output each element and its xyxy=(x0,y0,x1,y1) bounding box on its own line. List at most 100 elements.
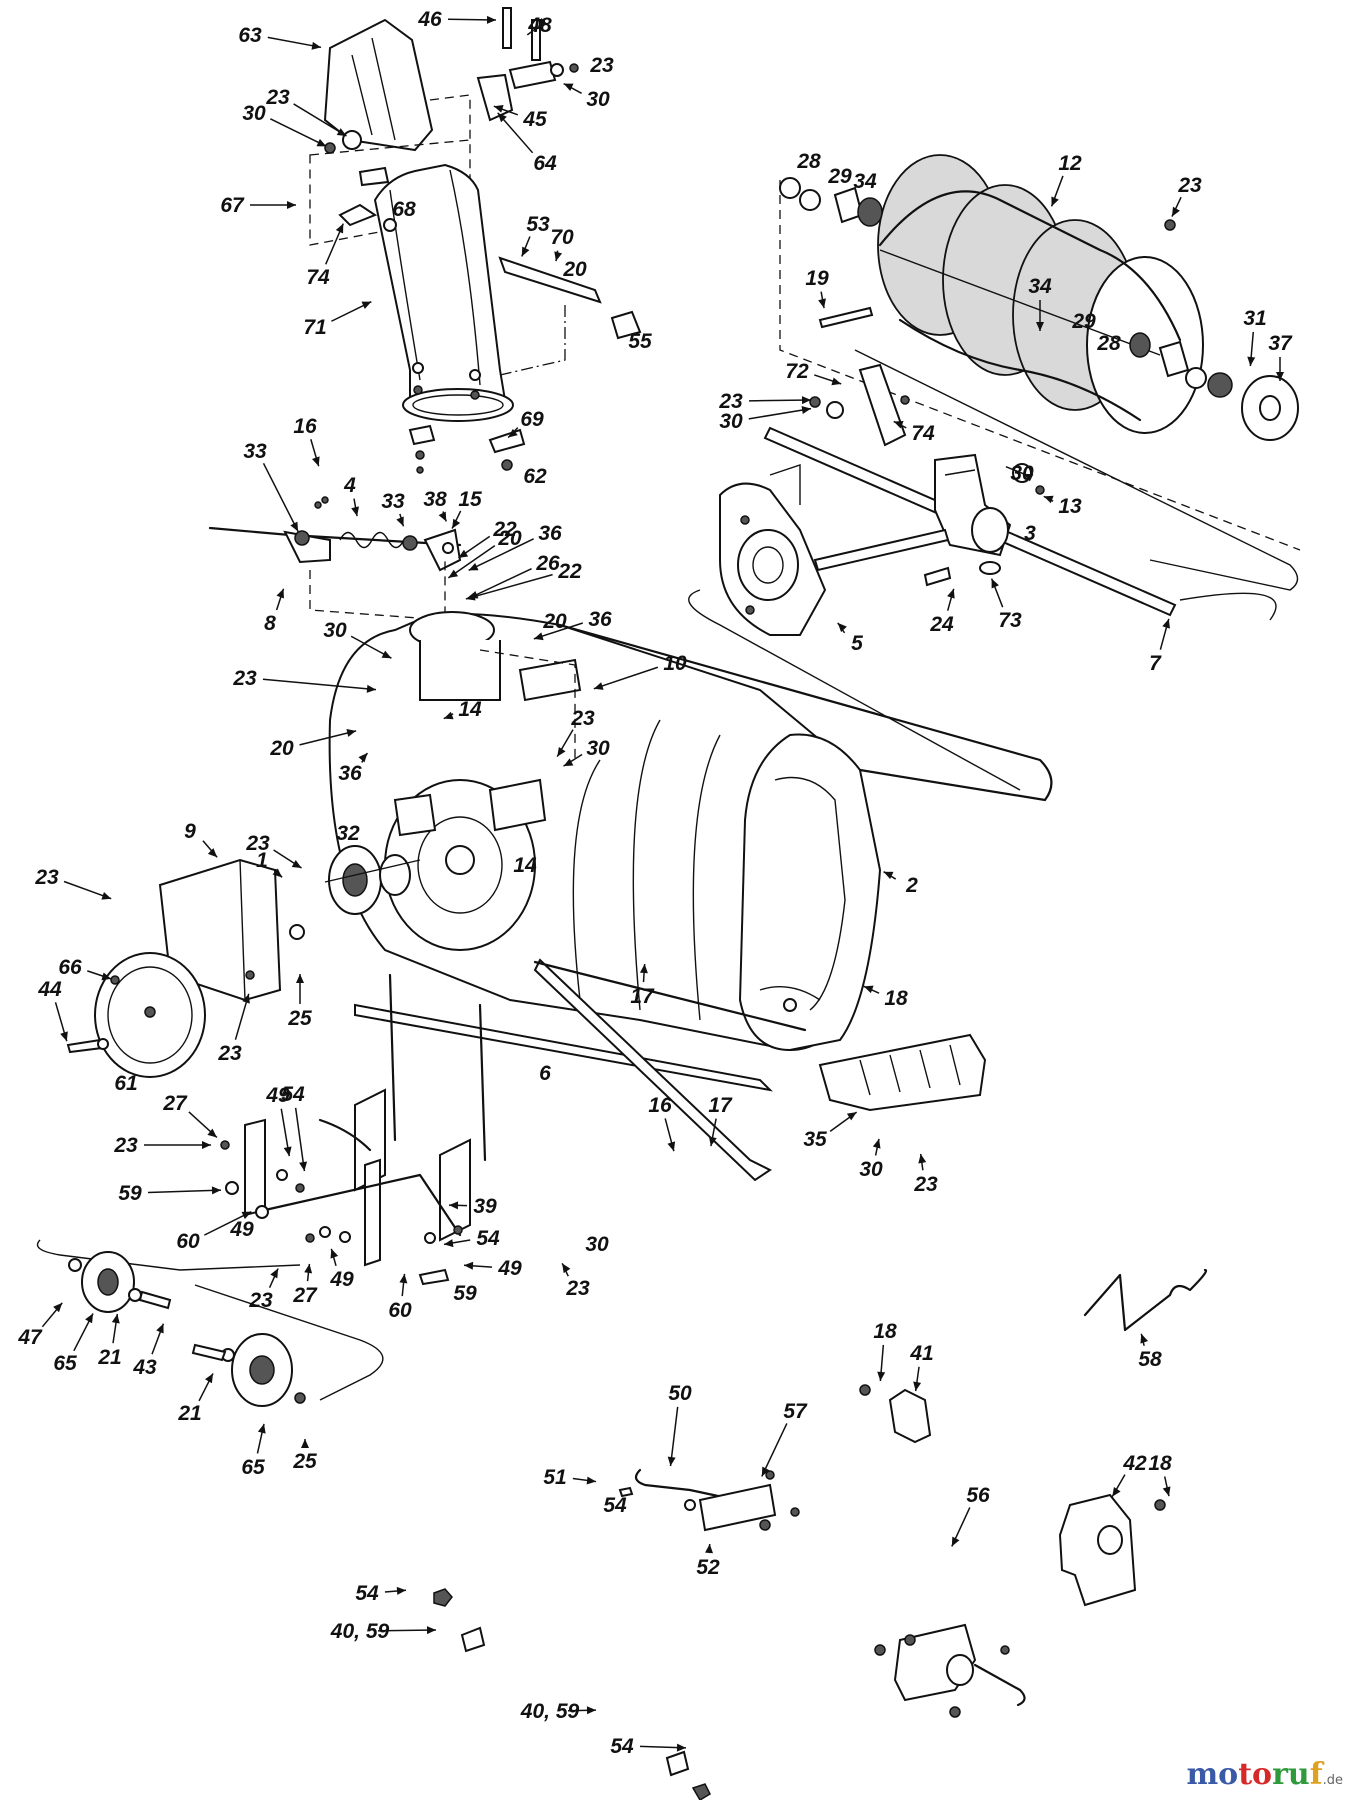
idler-bracket-assembly xyxy=(36,973,487,1407)
part-callout: 49 xyxy=(329,1268,354,1291)
leader-line xyxy=(465,573,553,600)
leader-arrowhead xyxy=(290,521,299,532)
leader-arrowhead xyxy=(366,684,377,693)
leader-arrowhead xyxy=(316,138,327,147)
part-callout: 43 xyxy=(132,1356,157,1379)
leader-arrowhead xyxy=(211,1186,222,1195)
part-callout: 52 xyxy=(696,1556,720,1579)
leader-arrowhead xyxy=(676,1743,687,1752)
part-callout: 49 xyxy=(497,1257,522,1280)
part-callout: 68 xyxy=(392,198,416,221)
leader-arrowhead xyxy=(1112,1486,1121,1497)
leader-arrowhead xyxy=(1171,206,1180,217)
leader-arrowhead xyxy=(270,1268,279,1279)
part-callout: 53 xyxy=(526,213,550,236)
leader-arrowhead xyxy=(426,1626,437,1635)
part-callout: 74 xyxy=(306,266,330,289)
part-callout: 17 xyxy=(708,1094,733,1117)
part-callout: 41 xyxy=(909,1342,933,1365)
part-callout: 6 xyxy=(539,1062,551,1085)
watermark-brand-part: ru xyxy=(1272,1757,1310,1792)
leader-arrowhead xyxy=(283,1146,292,1157)
part-callout: 23 xyxy=(34,866,59,889)
part-callout: 50 xyxy=(668,1382,692,1405)
leader-arrowhead xyxy=(85,1313,94,1324)
leader-arrowhead xyxy=(877,1371,886,1382)
part-callout: 47 xyxy=(17,1326,43,1349)
leader-arrowhead xyxy=(361,301,372,309)
leader-arrowhead xyxy=(304,1263,313,1274)
part-callout: 40, 59 xyxy=(520,1700,580,1723)
chute-assembly xyxy=(309,7,642,474)
chute-crank-plate xyxy=(498,256,602,304)
leader-arrowhead xyxy=(242,993,250,1004)
part-callout: 28 xyxy=(1096,332,1121,355)
part-callout: 74 xyxy=(911,422,935,445)
leader-arrowhead xyxy=(837,622,847,633)
housing-side-plate xyxy=(738,733,882,1052)
part-callout: 21 xyxy=(97,1346,121,1369)
part-callout: 22 xyxy=(492,518,517,541)
part-callout: 56 xyxy=(966,1484,990,1507)
leader-arrowhead xyxy=(60,1031,68,1042)
leader-arrowhead xyxy=(448,1201,459,1210)
part-callout: 62 xyxy=(523,465,547,488)
part-callout: 28 xyxy=(796,150,821,173)
part-callout: 40, 59 xyxy=(330,1620,390,1643)
part-callout: 9 xyxy=(184,820,196,843)
part-callout: 8 xyxy=(264,612,276,635)
leader-arrowhead xyxy=(296,974,304,983)
leader-arrowhead xyxy=(593,682,604,690)
leader-arrowhead xyxy=(207,1128,217,1138)
part-callout: 54 xyxy=(610,1735,634,1758)
leader-arrowhead xyxy=(202,1141,211,1149)
part-callout: 27 xyxy=(292,1284,318,1307)
leader-arrowhead xyxy=(312,456,320,467)
leader-line xyxy=(468,538,534,572)
leader-arrowhead xyxy=(399,1273,408,1284)
part-callout: 30 xyxy=(586,737,610,760)
part-callout: 14 xyxy=(458,698,482,721)
part-callout: 30 xyxy=(859,1158,883,1181)
leader-arrowhead xyxy=(351,506,360,517)
bolt-48 xyxy=(531,19,541,61)
leader-arrowhead xyxy=(330,1248,339,1259)
leader-arrows xyxy=(41,15,1284,1752)
part-callout: 57 xyxy=(783,1400,808,1423)
part-callout: 32 xyxy=(336,822,360,845)
part-callout: 29 xyxy=(1071,310,1096,333)
leader-line xyxy=(293,103,347,137)
leader-arrowhead xyxy=(563,758,574,767)
leader-arrowhead xyxy=(508,428,518,438)
crank-rod-assembly xyxy=(208,496,462,621)
part-callout: 54 xyxy=(603,1494,627,1517)
leader-line xyxy=(147,1189,222,1194)
leader-arrowhead xyxy=(863,985,874,994)
watermark-brand-part: to xyxy=(1238,1757,1273,1792)
leader-arrowhead xyxy=(358,753,368,763)
leader-line xyxy=(526,26,539,36)
part-callout: 23 xyxy=(1177,174,1202,197)
part-callout: 20 xyxy=(269,737,294,760)
watermark-brand-part: f xyxy=(1309,1757,1323,1792)
leader-arrowhead xyxy=(557,746,566,757)
part-callout: 71 xyxy=(303,316,326,339)
part-callout: 67 xyxy=(220,194,245,217)
wire-spring xyxy=(1083,1268,1208,1332)
leader-arrowhead xyxy=(563,83,574,91)
leader-arrowhead xyxy=(533,632,544,641)
leader-arrowhead xyxy=(257,1423,266,1434)
part-callout: 60 xyxy=(388,1299,412,1322)
part-callout: 17 xyxy=(630,985,655,1008)
part-callout: 20 xyxy=(562,258,587,281)
part-callout: 55 xyxy=(628,330,652,353)
leader-arrowhead xyxy=(53,1302,63,1313)
leader-line xyxy=(468,568,532,600)
part-callout: 61 xyxy=(114,1072,137,1095)
leader-arrowhead xyxy=(396,516,404,527)
part-callout: 23 xyxy=(913,1173,938,1196)
part-callout: 25 xyxy=(292,1450,317,1473)
part-callout: 30 xyxy=(1010,462,1034,485)
part-callout: 73 xyxy=(998,609,1022,632)
